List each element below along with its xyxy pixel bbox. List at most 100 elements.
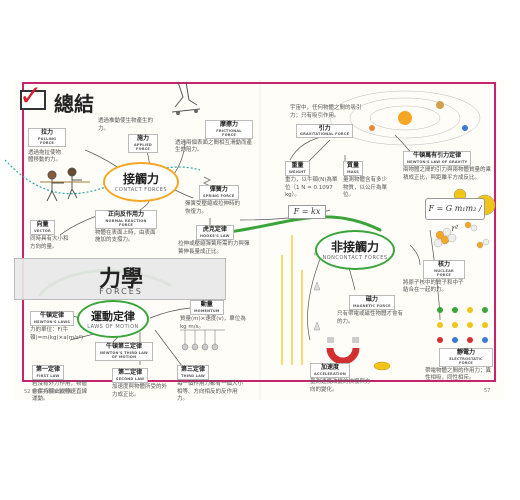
first-law-desc: 若沒有外力作用，物體會保持靜止或等速直線運動。: [32, 381, 88, 403]
spring-en: SPRING FORCE: [203, 194, 235, 198]
applied-en: APPLIED FORCE: [133, 142, 153, 151]
acceleration-en: ACCELERATION: [314, 372, 346, 376]
momentum-en: MOMENTUM: [194, 309, 220, 313]
gravity-zh: 引力: [318, 124, 331, 132]
gravity-formula: F = G m₁m₂ / r²: [425, 198, 485, 233]
applied-desc: 透過推動使生物產生的力。: [98, 118, 154, 132]
second-law-zh: 第二定律: [118, 369, 143, 377]
mass-en: MASS: [347, 170, 359, 174]
friction-desc: 透過兩個表面之間相互滑動而產生的阻力。: [175, 139, 253, 154]
momentum-desc: 質量(m)×速度(v)，單位為kg m/s。: [180, 316, 246, 330]
normal-en: NORMAL REACTION FORCE: [105, 218, 147, 227]
spring-zh: 彈簧力: [209, 186, 228, 194]
gravity-desc: 宇宙中，任何物體之間的吸引力；只有吸引作用。: [290, 105, 362, 119]
applied-zh: 施力: [136, 135, 149, 143]
magnetic-zh: 磁力: [365, 296, 378, 304]
momentum-zh: 動量: [200, 301, 213, 309]
hooke-en: HOOKE'S LAW: [200, 234, 230, 238]
weight-zh: 重量: [291, 162, 304, 170]
acceleration-desc: 量測速度改變的快慢與方向的變化。: [310, 379, 371, 393]
third-zh: 第三定律: [181, 366, 206, 374]
vector-zh: 向量: [36, 221, 49, 229]
magnetic-en: MAGNETIC FORCE: [353, 304, 391, 308]
hub-laws-of-motion: 運動定律 LAWS OF MOTION: [77, 300, 149, 338]
second-law-en: SECOND LAW: [116, 377, 145, 381]
gravity-en: GRAVITATIONAL FORCE: [300, 132, 350, 137]
mass-desc: 量測物體含有多少物質，以公斤為單位。: [343, 177, 388, 199]
nuclear-desc: 將原子核中的質子和中子結合在一起的力。: [403, 279, 464, 294]
hub-motion-zh: 運動定律: [91, 310, 135, 323]
hub-noncontact-zh: 非接觸力: [330, 240, 379, 254]
pulling-zh: 拉力: [40, 129, 53, 136]
hooke-formula: F = kx: [288, 205, 326, 219]
normal-desc: 物體在表面上時，由表面施加的支撐力。: [95, 229, 156, 244]
normal-zh: 正向反作用力: [107, 211, 144, 218]
third-en: THIRD LAW: [181, 374, 205, 378]
newton-laws-en: NEWTON'S LAWS: [34, 320, 71, 324]
hooke-desc: 拉伸或壓縮彈簧所需的力與彈簧伸長量成正比。: [178, 241, 250, 255]
hub-contact-forces: 接觸力 CONTACT FORCES: [103, 162, 179, 202]
newton-grav-desc: 兩物體之間的引力與兩物體質量的乘積成正比，與距離平方成反比。: [403, 167, 492, 181]
newton-laws-zh: 牛頓定律: [40, 312, 65, 320]
hub-noncontact-forces: 非接觸力 NONCONTACT FORCES: [315, 230, 395, 270]
electrostatic-en: ELECTROSTATIC FORCE: [449, 356, 483, 365]
weight-en: WEIGHT: [289, 170, 306, 174]
third-law-en: NEWTON'S THIRD LAW OF MOTION: [100, 350, 148, 359]
footer-left: 52 給孩子的物理通識: [24, 389, 72, 395]
forces-banner: 力學 FORCES: [14, 258, 226, 300]
vector-desc: 同時具有大小和方向的量。: [30, 236, 69, 250]
banner-title: 力學: [98, 267, 143, 292]
hub-contact-zh: 接觸力: [122, 172, 159, 186]
first-law-en: FIRST LAW: [36, 374, 60, 378]
acceleration-zh: 加速度: [320, 364, 339, 372]
second-law-desc: 加速度與物體所受的外力成正比。: [112, 384, 168, 398]
third-law-zh: 牛頓第三定律: [105, 343, 142, 350]
hooke-zh: 虎克定律: [202, 226, 227, 234]
newton-laws-desc: 力的單位：F(牛頓)=m(kg)×a(m/s²): [30, 327, 84, 341]
banner-subtitle: FORCES: [99, 287, 143, 296]
vector-en: VECTOR: [34, 229, 51, 233]
newton-grav-en: NEWTON'S LAW OF GRAVITY: [407, 160, 468, 164]
summary-frame: [22, 82, 496, 382]
first-law-zh: 第一定律: [36, 366, 61, 374]
page-title: 總結: [54, 92, 94, 116]
checkmark-icon: ✓: [19, 79, 43, 112]
mass-zh: 質量: [347, 162, 360, 170]
pulling-desc: 透過拖拉使物體移動的力。: [28, 149, 62, 164]
nuclear-en: NUCLEAR FORCE: [434, 268, 454, 277]
friction-zh: 摩擦力: [219, 121, 238, 128]
hub-noncontact-en: NONCONTACT FORCES: [322, 255, 388, 261]
friction-en: FRICTIONAL FORCE: [216, 128, 242, 137]
nuclear-zh: 核力: [437, 261, 450, 268]
spring-desc: 彈簧受壓縮或拉伸時的恢復力。: [185, 201, 241, 215]
magnetic-desc: 只有帶電或磁性物體才會有的力。: [337, 311, 404, 325]
pulling-en: PULLING FORCE: [37, 136, 57, 145]
checkbox-icon: ✓: [19, 82, 46, 110]
book-gutter: [259, 80, 261, 400]
electrostatic-zh: 靜電力: [456, 349, 475, 356]
footer-right: 57: [484, 388, 491, 394]
hub-contact-en: CONTACT FORCES: [114, 187, 168, 193]
third-desc: 每一個作用力都有一個大小相等、方向相反的反作用力。: [177, 381, 244, 403]
